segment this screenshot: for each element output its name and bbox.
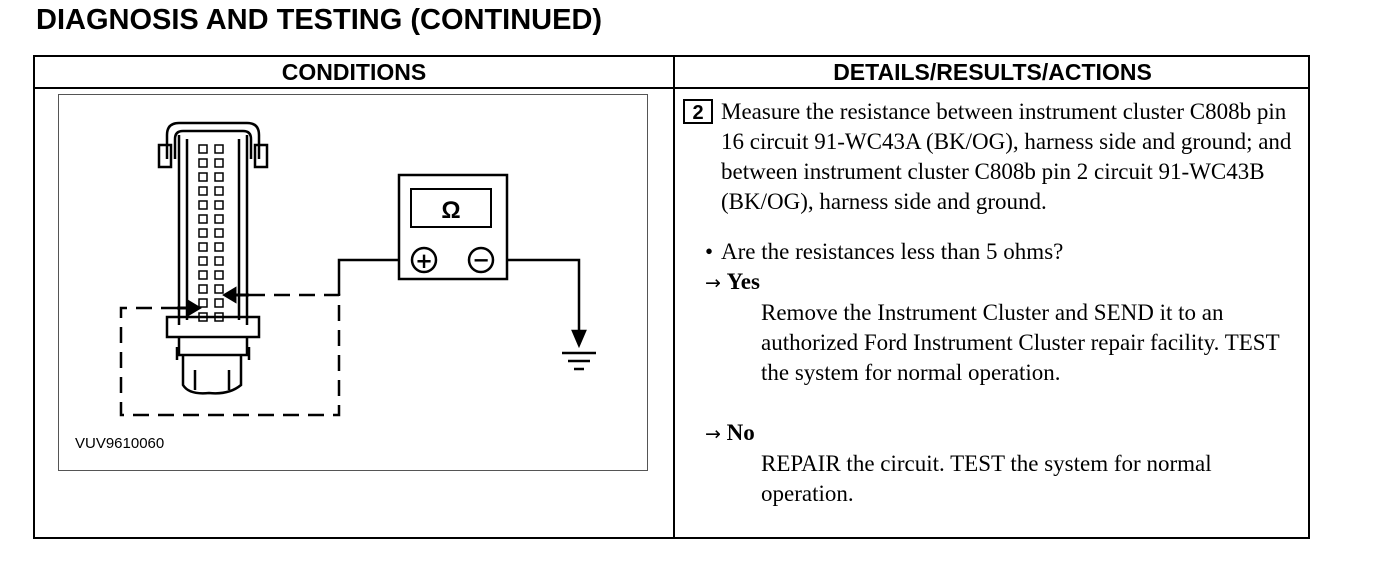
right-arrow-icon: →: [705, 423, 721, 445]
wiring-figure: Ω + − VUV9610060: [58, 94, 648, 471]
step-text: Measure the resistance between instrumen…: [721, 99, 1292, 214]
no-text: REPAIR the circuit. TEST the system for …: [761, 451, 1212, 506]
diagnosis-table: CONDITIONS DETAILS/RESULTS/ACTIONS: [33, 55, 1310, 539]
details-header: DETAILS/RESULTS/ACTIONS: [833, 59, 1152, 85]
conditions-header: CONDITIONS: [281, 59, 427, 85]
step-instruction: 2 Measure the resistance between instrum…: [683, 97, 1303, 217]
yes-text: Remove the Instrument Cluster and SEND i…: [761, 300, 1280, 385]
details-column: 2 Measure the resistance between instrum…: [683, 97, 1303, 509]
meter-lead: [337, 258, 581, 333]
column-divider: [673, 57, 675, 537]
positive-terminal-label: +: [415, 249, 433, 273]
dashed-test-leads: [119, 293, 341, 417]
header-rule: [35, 87, 1308, 89]
probe-arrows: [177, 286, 249, 317]
bullet: •: [705, 239, 714, 264]
negative-terminal-label: −: [472, 248, 490, 272]
no-label: No: [726, 420, 755, 445]
figure-label: VUV9610060: [75, 435, 165, 452]
ground-symbol-icon: [562, 329, 596, 371]
question-text: Are the resistances less than 5 ohms?: [721, 239, 1064, 264]
question: • Are the resistances less than 5 ohms?: [683, 237, 1303, 267]
yes-label: Yes: [726, 269, 760, 294]
connector-pins: [198, 144, 224, 322]
no-outcome: → No REPAIR the circuit. TEST the system…: [683, 418, 1303, 509]
ohmmeter-icon: [397, 173, 509, 281]
right-arrow-icon: →: [705, 272, 721, 294]
step-number: 2: [683, 99, 713, 124]
connector-icon: [157, 121, 269, 395]
page-title: DIAGNOSIS AND TESTING (CONTINUED): [36, 4, 603, 36]
ohm-symbol: Ω: [441, 197, 460, 224]
yes-outcome: → Yes Remove the Instrument Cluster and …: [683, 267, 1303, 388]
wiring-diagram: Ω + −: [119, 121, 596, 417]
